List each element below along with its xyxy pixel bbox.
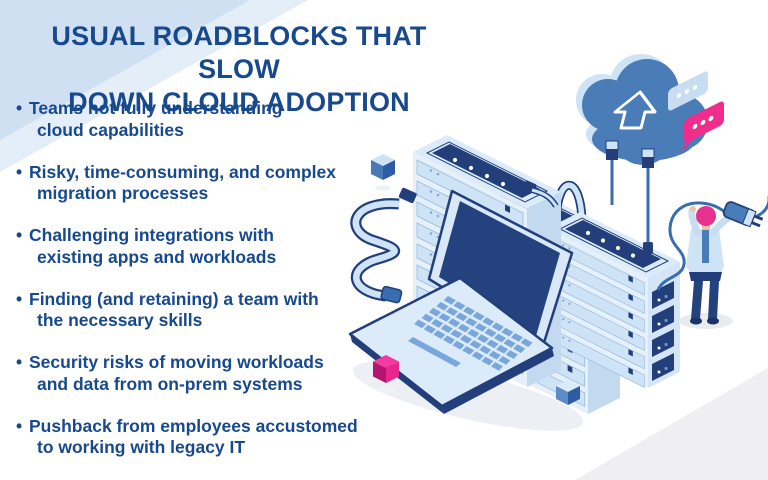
bullet-marker: • (16, 288, 23, 309)
plug-icon (722, 201, 764, 228)
person-head (696, 206, 716, 226)
cloud-upload-icon (576, 54, 708, 165)
power-cable (656, 201, 727, 291)
bullet-marker: • (16, 98, 23, 118)
inter-rack-cable (523, 180, 559, 208)
server-rack-right (548, 212, 680, 388)
chat-bubble-icon (668, 71, 708, 111)
person-shadow (679, 313, 733, 329)
cable-plug (643, 242, 653, 254)
upload-arrow-icon (613, 90, 657, 130)
title-line2: DOWN CLOUD ADOPTION (68, 87, 410, 117)
laptop-keyboard (414, 296, 533, 371)
laptop-cable (350, 187, 417, 304)
rack-indicator-panels (652, 281, 674, 381)
person-plugging-cable-icon (656, 196, 768, 329)
laptop-spacebar (408, 337, 461, 367)
bullet-marker: • (16, 161, 23, 182)
corner-decoration-bottom-right (575, 368, 768, 480)
bullet-marker: • (16, 352, 23, 372)
laptop-icon (348, 189, 574, 414)
cube-icons (371, 154, 580, 414)
title-line1: USUAL ROADBLOCKS THAT SLOW (51, 21, 427, 84)
corner-decoration-top-left (0, 0, 250, 140)
cloud-cables (605, 140, 655, 250)
bullet-marker: • (16, 225, 23, 245)
laptop-screen (439, 201, 560, 336)
bullet-marker: • (16, 415, 23, 436)
cloud-body (582, 59, 708, 165)
